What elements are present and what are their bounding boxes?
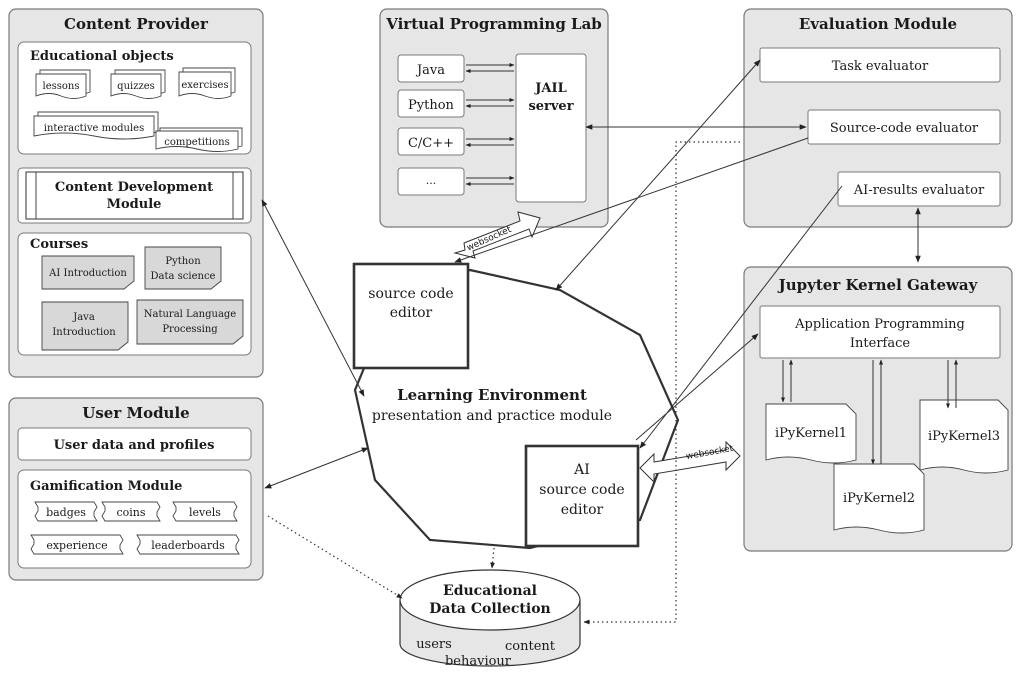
svg-text:Interface: Interface	[850, 336, 910, 351]
connector-arrows	[261, 59, 921, 625]
course-natural-language-processing: Natural Language Processing	[136, 299, 244, 345]
svg-text:leaderboards: leaderboards	[151, 539, 225, 552]
svg-text:source code: source code	[539, 482, 624, 498]
course-java-introduction: Java Introduction	[41, 301, 129, 351]
source-code-evaluator-box: Source-code evaluator	[807, 109, 1001, 145]
edu-object-lessons: lessons	[35, 69, 91, 99]
jail-server-box: JAIL server	[515, 53, 587, 203]
vpl-connectors	[465, 63, 515, 186]
svg-text:editor: editor	[390, 305, 433, 321]
vpl-title: Virtual Programming Lab	[385, 15, 602, 33]
ipykernel3: iPyKernel3	[919, 399, 1009, 474]
kernel-connectors	[781, 359, 958, 465]
learning-env-title: Learning Environment	[397, 386, 587, 404]
svg-text:lessons: lessons	[43, 81, 80, 92]
jupyter-kernel-gateway-panel: Jupyter Kernel Gateway Application Progr…	[743, 266, 1013, 552]
learning-env-subtitle: presentation and practice module	[372, 408, 612, 424]
svg-text:C/C++: C/C++	[408, 136, 454, 151]
edu-object-competitions: competitions	[155, 127, 243, 152]
svg-text:JAIL: JAIL	[534, 81, 566, 96]
badge-experience: experience	[30, 534, 124, 555]
svg-text:Content Development: Content Development	[55, 180, 213, 195]
svg-text:levels: levels	[189, 506, 221, 519]
svg-text:Python: Python	[165, 256, 201, 267]
svg-text:Introduction: Introduction	[52, 327, 116, 338]
educational-data-collection: Educational Data Collection users conten…	[399, 569, 581, 669]
svg-text:Module: Module	[107, 197, 162, 212]
content-provider-title: Content Provider	[64, 15, 209, 33]
svg-text:quizzes: quizzes	[117, 81, 155, 92]
svg-text:competitions: competitions	[164, 137, 229, 148]
courses-box: Courses AI Introduction Python Data scie…	[17, 232, 252, 356]
gamification-module-box: Gamification Module badges coins levels …	[17, 469, 252, 569]
course-ai-introduction: AI Introduction	[41, 255, 135, 290]
jupyter-title: Jupyter Kernel Gateway	[777, 276, 979, 294]
vpl-lang-more: ...	[397, 167, 465, 196]
virtual-programming-lab-panel: Virtual Programming Lab Java Python C/C+…	[379, 8, 609, 228]
svg-text:badges: badges	[46, 506, 86, 519]
user-profiles-box: User data and profiles	[17, 427, 252, 461]
edu-object-interactive-modules: interactive modules	[33, 111, 159, 140]
svg-text:editor: editor	[561, 502, 604, 518]
course-python-data-science: Python Data science	[144, 246, 222, 290]
edc-users: users	[416, 637, 452, 652]
svg-text:User data and profiles: User data and profiles	[54, 438, 215, 453]
ipykernel2: iPyKernel2	[833, 463, 925, 534]
svg-text:AI Introduction: AI Introduction	[48, 268, 127, 279]
vpl-lang-python: Python	[397, 89, 465, 118]
svg-text:coins: coins	[116, 506, 145, 519]
content-provider-panel: Content Provider Educational objects les…	[8, 8, 264, 378]
content-development-module: Content Development Module	[17, 167, 252, 224]
badge-coins: coins	[101, 501, 161, 522]
svg-text:Data science: Data science	[151, 271, 216, 282]
svg-text:AI-results evaluator: AI-results evaluator	[853, 183, 985, 198]
educational-objects-box: Educational objects lessons quizzes exer…	[17, 41, 252, 155]
badge-levels: levels	[172, 501, 238, 522]
svg-text:Python: Python	[408, 98, 455, 113]
source-code-editor: source code editor	[352, 262, 470, 370]
ipykernel1: iPyKernel1	[765, 403, 857, 464]
edu-object-quizzes: quizzes	[110, 69, 166, 99]
evaluation-module-panel: Evaluation Module Task evaluator Source-…	[743, 8, 1013, 228]
svg-text:...: ...	[426, 174, 437, 187]
edc-content: content	[505, 639, 556, 654]
badge-badges: badges	[34, 501, 98, 522]
user-module-title: User Module	[82, 404, 189, 422]
svg-text:Educational: Educational	[443, 583, 537, 599]
svg-text:Data Collection: Data Collection	[429, 601, 550, 617]
ai-results-evaluator-box: AI-results evaluator	[837, 171, 1001, 207]
api-box: Application Programming Interface	[759, 305, 1001, 359]
svg-text:source code: source code	[368, 286, 453, 302]
svg-text:Source-code evaluator: Source-code evaluator	[830, 121, 979, 136]
badge-leaderboards: leaderboards	[136, 534, 240, 555]
svg-text:server: server	[528, 99, 573, 114]
vpl-lang-java: Java	[397, 54, 465, 83]
svg-text:Application Programming: Application Programming	[794, 317, 965, 332]
user-module-panel: User Module User data and profiles Gamif…	[8, 397, 264, 581]
ai-source-code-editor: AI source code editor	[524, 444, 640, 548]
svg-text:Task evaluator: Task evaluator	[832, 59, 929, 74]
svg-text:exercises: exercises	[181, 80, 228, 91]
edu-object-exercises: exercises	[178, 67, 236, 99]
learning-environment: Learning Environment presentation and pr…	[352, 262, 680, 550]
gamification-title: Gamification Module	[30, 479, 182, 494]
svg-text:AI: AI	[573, 462, 590, 478]
svg-text:Processing: Processing	[162, 324, 218, 335]
evaluation-title: Evaluation Module	[799, 15, 957, 33]
svg-text:Java: Java	[72, 312, 95, 323]
vpl-lang-c-cpp: C/C++	[397, 127, 465, 156]
svg-text:websocket: websocket	[465, 225, 513, 254]
task-evaluator-box: Task evaluator	[759, 47, 1001, 83]
svg-text:experience: experience	[46, 539, 107, 552]
svg-text:iPyKernel2: iPyKernel2	[843, 491, 915, 506]
svg-text:Natural Language: Natural Language	[144, 309, 237, 320]
edc-behaviour: behaviour	[445, 654, 512, 669]
svg-text:interactive modules: interactive modules	[44, 123, 144, 134]
svg-text:Java: Java	[415, 63, 445, 78]
educational-objects-title: Educational objects	[30, 49, 174, 64]
svg-text:iPyKernel3: iPyKernel3	[928, 429, 1000, 444]
svg-text:iPyKernel1: iPyKernel1	[775, 426, 847, 441]
courses-title: Courses	[30, 237, 88, 252]
